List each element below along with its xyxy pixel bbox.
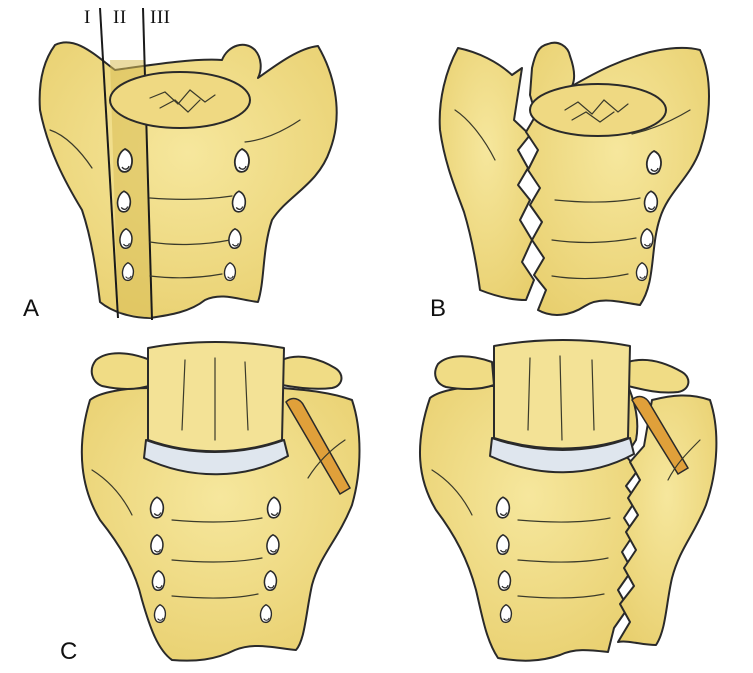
panel-b-foramen-right-2 (645, 191, 658, 212)
panel-b-foramen-right-3 (641, 229, 653, 248)
panel-a-foramen-right-3 (229, 229, 241, 248)
panel-c-left-foramen-right-3 (264, 571, 276, 590)
panel-a-endplate (110, 72, 250, 128)
panel-c-left-foramen-left-2 (151, 535, 163, 554)
panel-c-right-l5-left-process (435, 356, 494, 389)
panel-c-right-l5-right-process (628, 360, 688, 393)
panel-a-foramen-left-2 (118, 191, 131, 212)
panel-c-left-foramen-right-2 (267, 535, 279, 554)
panel-c-left-foramen-left-3 (152, 571, 164, 590)
panel-c-left-l5-left-process (92, 353, 152, 389)
panel-label-b: B (430, 297, 446, 321)
panel-a-foramen-left-3 (120, 229, 132, 248)
panel-c-left-foramen-left-4 (154, 605, 165, 623)
zone-label-iii: III (150, 8, 170, 27)
panel-c-right-sacrum (420, 340, 716, 661)
panel-a-foramen-right-2 (233, 191, 246, 212)
panel-b-left-fragment (440, 48, 534, 300)
panel-b-right-fragment (526, 43, 709, 315)
panel-a-sacrum (40, 8, 337, 320)
panel-b-sacrum (440, 43, 709, 315)
panel-b-endplate (530, 84, 666, 136)
panel-a-foramen-right-4 (224, 263, 235, 281)
panel-c-right-foramen-left-4 (500, 605, 511, 623)
panel-label-a: A (23, 297, 39, 321)
panel-c-left-foramen-right-1 (268, 497, 281, 518)
panel-a-foramen-left-1 (118, 149, 132, 172)
panel-c-right-foramen-left-3 (498, 571, 510, 590)
panel-label-c: C (60, 640, 77, 664)
panel-c-left-foramen-left-1 (151, 497, 164, 518)
panel-a-foramen-left-4 (122, 263, 133, 281)
panel-c-right-foramen-left-1 (497, 497, 510, 518)
panel-c-left-l5-body (148, 342, 284, 451)
panel-c-left-sacrum (82, 342, 360, 661)
zone-label-i: I (84, 8, 91, 27)
panel-a-foramen-right-1 (235, 149, 249, 172)
panel-c-right-foramen-left-2 (497, 535, 509, 554)
panel-c-left-l5-right-process (282, 357, 341, 389)
panel-b-foramen-right-1 (647, 151, 661, 174)
panel-c-left-foramen-right-4 (260, 605, 271, 623)
panel-b-foramen-right-4 (636, 263, 647, 281)
zone-label-ii: II (113, 8, 127, 27)
